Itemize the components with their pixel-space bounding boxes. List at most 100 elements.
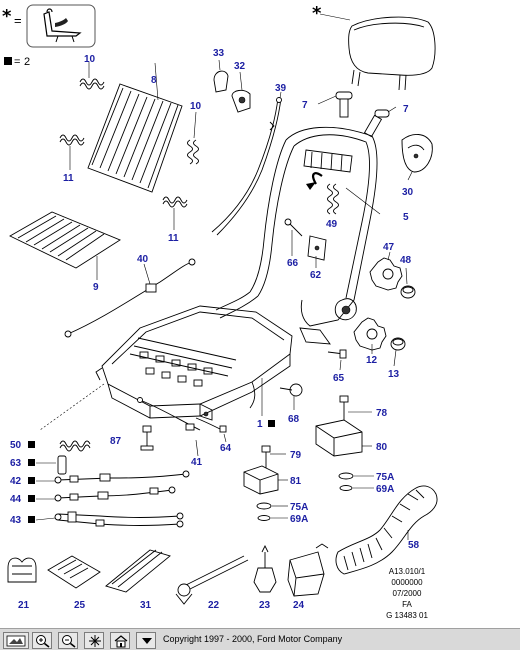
screw-66 [284,218,303,256]
callout-25: 25 [74,600,86,611]
zoom-in-button[interactable] [32,632,52,649]
bolt-65 [327,349,347,371]
callout-64: 64 [220,443,232,454]
dropdown-icon [142,638,152,644]
pin-63 [57,455,67,475]
fit-icon [89,635,101,647]
callout-13: 13 [388,369,400,380]
bracket-62 [307,235,327,268]
callout-9: 9 [93,282,99,293]
home-icon [114,635,128,648]
spring-10a [79,62,105,90]
cable-tie-22 [175,555,249,605]
spring-50 [59,440,91,452]
zoom-out-button[interactable] [58,632,78,649]
callout-79: 79 [290,450,302,461]
callout-22: 22 [208,600,220,611]
callout-30: 30 [402,187,414,198]
fit-button[interactable] [84,632,104,649]
recliner-knob-47 [369,251,403,291]
callout-7b: 7 [403,104,409,115]
callout-81: 81 [290,476,302,487]
callout-7a: 7 [302,100,308,111]
bracket-24 [287,543,329,597]
cable-42 [54,470,190,484]
viewer-toolbar: Copyright 1997 - 2000, Ford Motor Compan… [0,628,520,650]
callout-10a: 10 [84,54,96,65]
ref-line-4: FA [402,600,412,609]
callout-41: 41 [191,457,203,468]
home-button[interactable] [110,632,130,649]
zoom-in-icon [36,635,50,648]
heater-duct-58 [335,485,438,575]
seat-icon-box [26,4,96,48]
ref-line-3: 07/2000 [393,589,422,598]
legend-equals-2: = [14,56,20,68]
callout-75a-lower: 75A [290,502,308,513]
callout-40: 40 [137,254,149,265]
cable-39 [211,91,282,236]
callout-1-square [268,420,275,427]
nut-75a-upper [338,472,374,480]
rod-64 [195,417,227,443]
callout-62: 62 [310,270,322,281]
push-pin-23 [253,544,277,593]
trim-cover-30 [401,134,433,181]
callout-5: 5 [403,212,409,223]
recliner-knob-12 [353,317,387,354]
spring-10b [187,111,199,165]
dropdown-button[interactable] [136,632,156,649]
spring-11b [162,196,188,230]
bolt-87 [140,425,154,451]
callout-42: 42 [10,476,22,487]
cable-41 [137,397,201,457]
callout-23: 23 [259,600,271,611]
seat-cushion-frame [95,305,293,421]
callout-50-square [28,441,35,448]
callout-10b: 10 [190,101,202,112]
callout-87: 87 [110,436,122,447]
callout-43: 43 [10,515,22,526]
headrest-guide-7a [317,91,353,118]
cable-44 [54,486,176,502]
callout-12: 12 [366,355,378,366]
callout-43-square [28,516,35,523]
ref-line-1: A13.010/1 [389,567,426,576]
seatback-cushion [87,62,183,193]
callout-11a: 11 [63,173,74,184]
clip-33 [213,59,229,93]
callout-44: 44 [10,494,22,505]
legend-equals-1: = [14,13,22,28]
ref-line-2: 0000000 [391,578,423,587]
ref-line-5: G 13483 01 [386,611,428,620]
cover-32 [231,71,251,113]
callout-65: 65 [333,373,345,384]
callout-48: 48 [400,255,412,266]
headrest: * [312,3,436,91]
seat-parts-diagram: * = = 2 * [2,3,438,620]
seatback-frame [215,126,381,345]
callout-8: 8 [151,75,157,86]
lumbar-spring-49 [327,183,339,215]
callout-39: 39 [275,83,287,94]
washer-69a-lower [257,515,288,521]
callout-75a-upper: 75A [376,472,394,483]
cable-43 [54,511,184,528]
trim-strip-31 [105,549,171,593]
clip-21 [7,557,37,583]
callout-21: 21 [18,600,30,611]
washer-69a-upper [339,485,374,491]
callout-69a-lower: 69A [290,514,308,525]
callout-68: 68 [288,414,300,425]
block-80 [315,419,372,457]
callout-31: 31 [140,600,152,611]
callout-80: 80 [376,442,388,453]
callout-32: 32 [234,61,246,72]
cap-48 [400,267,416,299]
navigator-button[interactable] [3,632,29,649]
callout-47: 47 [383,242,395,253]
callout-49: 49 [326,219,338,230]
callout-63: 63 [10,458,22,469]
callout-24: 24 [293,600,305,611]
callout-33: 33 [213,48,225,59]
